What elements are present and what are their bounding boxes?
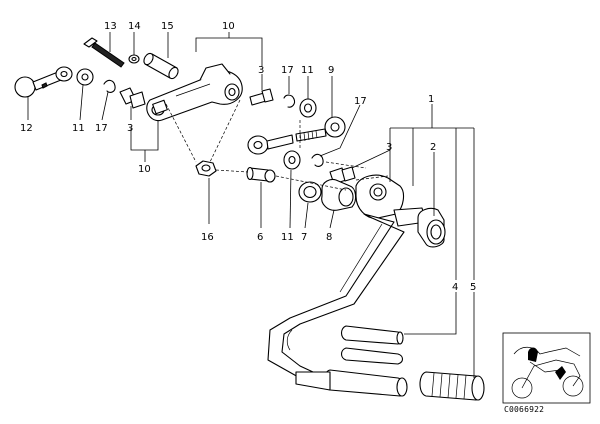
part-3-pin-upper[interactable] bbox=[249, 88, 274, 106]
callout-17-left: 17 bbox=[95, 123, 108, 134]
part-3-pin-left[interactable] bbox=[119, 87, 146, 109]
part-12-ball-joint-left[interactable] bbox=[14, 66, 73, 98]
callout-17-upper: 17 bbox=[281, 65, 294, 76]
callout-labels: 13 14 15 10 3 17 11 9 12 11 17 3 10 17 1… bbox=[20, 21, 476, 293]
callout-16: 16 bbox=[201, 232, 214, 243]
callout-8: 8 bbox=[326, 232, 332, 243]
callout-14: 14 bbox=[128, 21, 141, 32]
part-17-circlip-upper[interactable] bbox=[283, 94, 296, 108]
part-14-washer[interactable] bbox=[128, 54, 140, 64]
motorcycle-thumbnail bbox=[502, 332, 591, 404]
part-11-bush-upper[interactable] bbox=[299, 98, 317, 118]
part-13-bolt[interactable] bbox=[83, 37, 125, 68]
part-10-shift-linkage-arm[interactable] bbox=[146, 63, 243, 122]
callout-13: 13 bbox=[104, 21, 117, 32]
callout-6: 6 bbox=[257, 232, 263, 243]
part-11-bush-left[interactable] bbox=[76, 68, 94, 86]
callout-15: 15 bbox=[161, 21, 174, 32]
part-2-peg-rubber[interactable] bbox=[417, 207, 446, 248]
callout-9: 9 bbox=[328, 65, 334, 76]
catalog-code: C0066922 bbox=[504, 405, 545, 414]
part-6-pin[interactable] bbox=[246, 166, 276, 183]
leader-lines bbox=[27, 32, 475, 378]
callout-1: 1 bbox=[428, 94, 434, 105]
part-17-circlip-lower[interactable] bbox=[311, 153, 324, 167]
part-11-bush-lower[interactable] bbox=[283, 150, 301, 170]
callout-4: 4 bbox=[452, 282, 458, 293]
footrest-bar[interactable] bbox=[295, 369, 408, 397]
assembly-dash-lines bbox=[165, 99, 389, 191]
callout-11-left: 11 bbox=[72, 123, 85, 134]
part-15-sleeve[interactable] bbox=[142, 52, 180, 80]
part-8-bearing-sleeve[interactable] bbox=[321, 178, 357, 211]
ball-socket-rod-end[interactable] bbox=[247, 134, 294, 155]
callout-10-bottom: 10 bbox=[138, 164, 151, 175]
callout-3-upper: 3 bbox=[258, 65, 264, 76]
part-16-nut[interactable] bbox=[195, 160, 217, 177]
callout-2: 2 bbox=[430, 142, 436, 153]
part-4-rubber-sleeve[interactable] bbox=[340, 325, 404, 365]
callout-17-mid: 17 bbox=[354, 96, 367, 107]
callout-10-top: 10 bbox=[222, 21, 235, 32]
part-7-washer[interactable] bbox=[298, 181, 322, 203]
callout-11-lower: 11 bbox=[281, 232, 294, 243]
part-17-circlip-left[interactable] bbox=[103, 79, 116, 93]
part-1-shift-lever[interactable] bbox=[267, 174, 427, 385]
callout-3-left: 3 bbox=[127, 123, 133, 134]
callout-7: 7 bbox=[301, 232, 307, 243]
callout-5: 5 bbox=[470, 282, 476, 293]
callout-3-lower: 3 bbox=[386, 142, 392, 153]
callout-12: 12 bbox=[20, 123, 33, 134]
part-5-foot-rubber[interactable] bbox=[419, 371, 485, 401]
callout-11-upper: 11 bbox=[301, 65, 314, 76]
part-9-ball-joint[interactable] bbox=[295, 116, 346, 142]
